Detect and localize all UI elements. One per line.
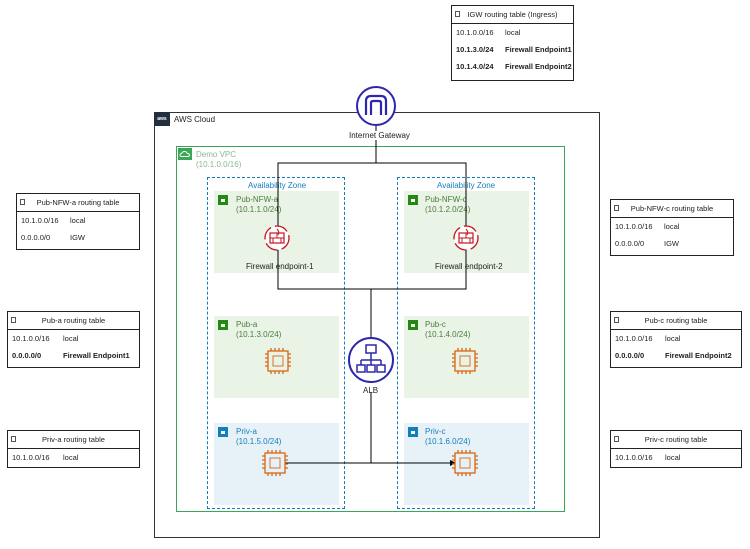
subnet-name: Pub-a: [236, 320, 258, 329]
vpc-group: [176, 146, 565, 512]
ec2-instance-priv-a-icon: [262, 450, 288, 476]
subnet-name: Pub-NFW-c: [425, 195, 467, 204]
table-title: Pub-NFW-a routing table: [36, 198, 120, 207]
table-title: Pub-c routing table: [644, 316, 708, 325]
table-icon: [614, 317, 619, 323]
table-icon: [455, 11, 460, 17]
aws-cloud-label: AWS Cloud: [174, 115, 216, 124]
internet-gateway-icon: [356, 86, 396, 126]
alb-icon: [348, 337, 394, 383]
subnet-pub-a: [214, 316, 339, 398]
subnet-name: Pub-NFW-a: [236, 195, 279, 204]
firewall-endpoint-2-label: Firewall endpoint-2: [435, 262, 503, 271]
subnet-name: Priv-a: [236, 427, 257, 436]
subnet-cidr: (10.1.1.0/24): [236, 205, 282, 214]
subnet-cidr: (10.1.6.0/24): [425, 437, 471, 446]
lock-icon: [218, 427, 228, 437]
vpc-cidr: (10.1.0.0/16): [196, 160, 242, 169]
table-icon: [20, 199, 25, 205]
subnet-cidr: (10.1.2.0/24): [425, 205, 471, 214]
table-title: Priv-c routing table: [644, 435, 708, 444]
table-title: Pub-NFW-c routing table: [630, 204, 714, 213]
aws-logo-icon: aws: [154, 112, 170, 126]
lock-icon: [408, 195, 418, 205]
table-icon: [614, 436, 619, 442]
table-icon: [11, 436, 16, 442]
ec2-instance-pub-a-icon: [265, 348, 291, 374]
firewall-endpoint-2-icon: [453, 225, 479, 251]
lock-icon: [218, 320, 228, 330]
table-icon: [11, 317, 16, 323]
table-title: Pub-a routing table: [41, 316, 106, 325]
alb-label: ALB: [363, 386, 379, 395]
az-left-label: Availability Zone: [248, 181, 307, 190]
subnet-cidr: (10.1.5.0/24): [236, 437, 282, 446]
table-title: IGW routing table (Ingress): [467, 10, 558, 19]
lock-icon: [408, 427, 418, 437]
firewall-endpoint-1-label: Firewall endpoint-1: [246, 262, 314, 271]
lock-icon: [408, 320, 418, 330]
subnet-name: Priv-c: [425, 427, 446, 436]
subnet-cidr: (10.1.4.0/24): [425, 330, 471, 339]
subnet-name: Pub-c: [425, 320, 446, 329]
availability-zone-left: [207, 177, 345, 509]
firewall-endpoint-1-icon: [264, 225, 290, 251]
subnet-pub-c: [404, 316, 529, 398]
ec2-instance-priv-c-icon: [452, 450, 478, 476]
lock-icon: [218, 195, 228, 205]
vpc-name: Demo VPC: [196, 150, 237, 159]
table-icon: [614, 205, 619, 211]
vpc-cloud-icon: [178, 148, 192, 160]
igw-to-firewall-line: [277, 122, 467, 290]
internet-gateway-label: Internet Gateway: [349, 131, 410, 140]
subnet-cidr: (10.1.3.0/24): [236, 330, 282, 339]
table-title: Priv-a routing table: [42, 435, 105, 444]
ec2-instance-pub-c-icon: [452, 348, 478, 374]
